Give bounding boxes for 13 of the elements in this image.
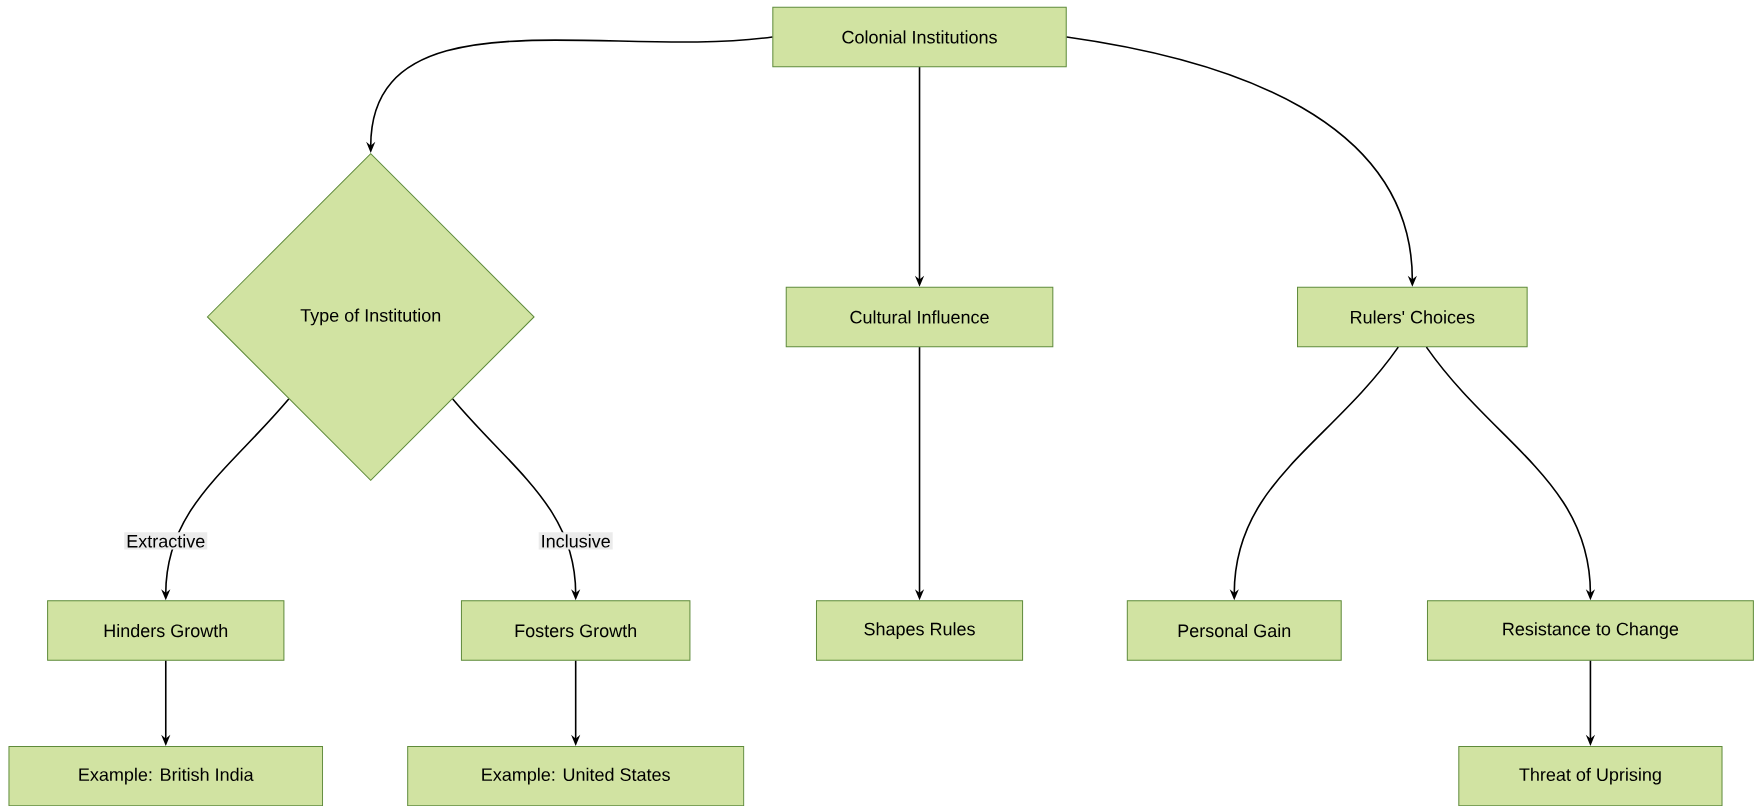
process-box: Hinders Growth bbox=[47, 600, 285, 661]
process-box: Example: British India bbox=[8, 745, 324, 806]
process-box: Cultural Influence bbox=[785, 286, 1054, 348]
process-box: Resistance to Change bbox=[1426, 600, 1754, 661]
process-box: Colonial Institutions bbox=[772, 6, 1067, 68]
process-box: Shapes Rules bbox=[816, 600, 1024, 661]
process-box: Example: United States bbox=[407, 745, 745, 806]
process-box: Threat of Uprising bbox=[1458, 745, 1723, 806]
process-box: Fosters Growth bbox=[460, 600, 691, 661]
process-box: Rulers' Choices bbox=[1297, 286, 1528, 348]
process-box: Personal Gain bbox=[1126, 600, 1342, 661]
edge-label: Extractive bbox=[124, 532, 208, 550]
edge-label: Inclusive bbox=[538, 532, 613, 550]
